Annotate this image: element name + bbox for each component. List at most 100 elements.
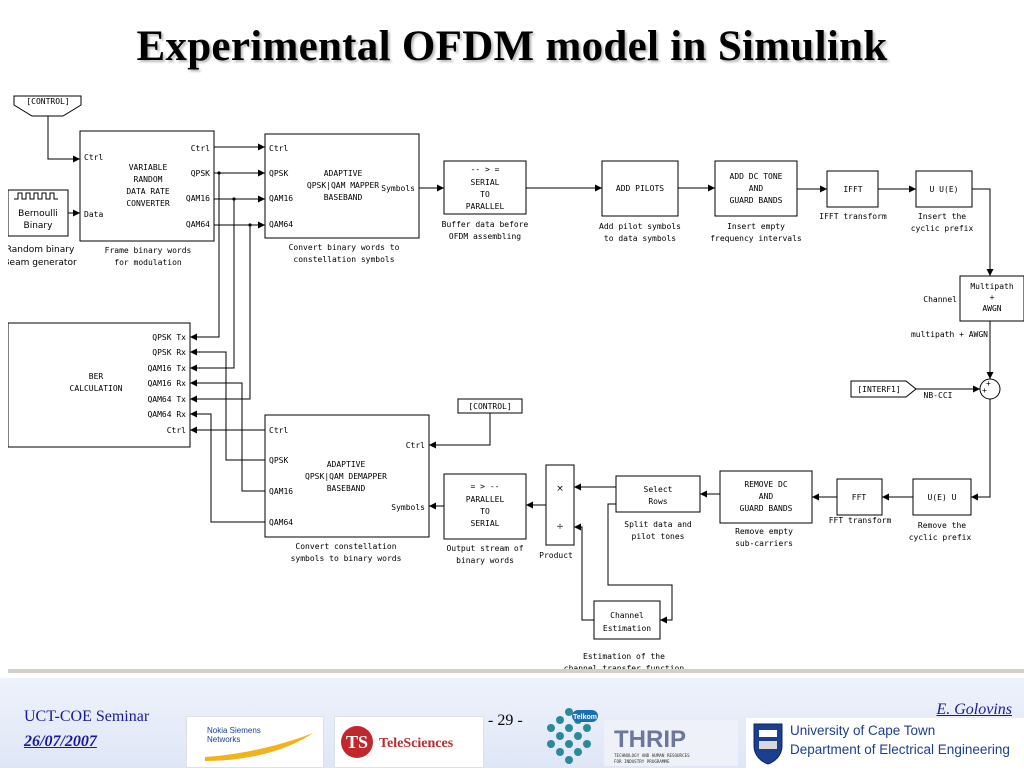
diagram-scrollbar[interactable] xyxy=(8,669,1024,673)
telkom-text: Telkom xyxy=(573,714,597,721)
remove-dc-label-2: AND xyxy=(759,492,774,501)
insert-cp-label: U U(E) xyxy=(930,185,959,194)
ber-label-2: CALCULATION xyxy=(70,384,123,393)
signal-wires xyxy=(47,116,994,624)
channel-estimation-block[interactable]: Channel Estimation xyxy=(593,600,661,640)
ber-port-qam16-rx: QAM16 Rx xyxy=(147,379,186,388)
thrip-subtext: TECHNOLOGY AND HUMAN RESOURCES xyxy=(614,753,690,758)
goto-control-label: [CONTROL] xyxy=(26,97,69,106)
from-control-block[interactable]: [CONTROL] xyxy=(457,398,523,414)
bernoulli-label-2: Binary xyxy=(24,221,54,231)
insert-cp-caption-2: cyclic prefix xyxy=(911,224,974,233)
bernoulli-caption-2: Beam generator xyxy=(8,258,77,268)
select-rows-block[interactable]: Select Rows xyxy=(615,475,701,513)
slide-title: Experimental OFDM model in Simulink xyxy=(136,23,888,70)
from-interf-block[interactable]: [INTERF1] xyxy=(850,380,917,398)
rc-port-qpsk: QPSK xyxy=(191,169,210,178)
add-pilots-block[interactable]: ADD PILOTS xyxy=(601,160,679,217)
divide-icon: ÷ xyxy=(556,522,564,532)
mapper-port-qam16: QAM16 xyxy=(269,194,293,203)
add-dc-label-2: AND xyxy=(749,184,764,193)
bernoulli-label-1: Bernoulli xyxy=(18,209,58,219)
channel-block[interactable]: Multipath + AWGN xyxy=(959,275,1024,322)
chest-label-2: Estimation xyxy=(603,624,651,633)
demapper-caption-1: Convert constellation xyxy=(295,542,396,551)
simulink-diagram: [CONTROL] Bernoulli Binary Random binary… xyxy=(8,95,1024,673)
uct-crest-icon xyxy=(753,723,783,765)
rc-port-data: Data xyxy=(84,210,103,219)
fft-caption: FFT transform xyxy=(829,516,892,525)
thrip-subtext-2: FOR INDUSTRY PROGRAMME xyxy=(614,759,670,764)
uct-name: University of Cape Town xyxy=(790,723,936,738)
ber-port-qam64-tx: QAM64 Tx xyxy=(147,395,186,404)
p2s-caption-2: binary words xyxy=(456,556,514,565)
date-label: 26/07/2007 xyxy=(24,733,97,750)
mapper-label-3: BASEBAND xyxy=(324,193,363,202)
remove-cp-label: U(E) U xyxy=(928,493,957,502)
ifft-caption: IFFT transform xyxy=(819,212,887,221)
rate-converter-block[interactable]: VARIABLE RANDOM DATA RATE CONVERTER Ctrl… xyxy=(79,130,215,242)
telesciences-text: TeleSciences xyxy=(379,736,454,751)
ifft-block[interactable]: IFFT xyxy=(826,170,879,208)
rate-converter-caption-2: for modulation xyxy=(114,258,182,267)
fft-block[interactable]: FFT xyxy=(836,478,883,516)
select-rows-label-1: Select xyxy=(644,485,673,494)
nsn-text-1: Nokia Siemens xyxy=(207,726,261,735)
author-link[interactable]: E. Golovins xyxy=(936,701,1012,718)
sum-block[interactable]: + + xyxy=(979,378,1001,400)
add-dc-caption-1: Insert empty xyxy=(727,222,785,231)
nsn-text-2: Networks xyxy=(207,735,240,744)
demapper-block[interactable]: ADAPTIVE QPSK|QAM DEMAPPER BASEBAND Ctrl… xyxy=(264,414,430,538)
thrip-text: THRIP xyxy=(614,726,686,753)
sum-plus-icon: + xyxy=(986,379,991,388)
p2s-label-1: = > -- xyxy=(471,482,500,491)
rc-port-ctrl: Ctrl xyxy=(84,153,103,162)
ber-port-qpsk-tx: QPSK Tx xyxy=(152,333,186,342)
parallel-to-serial-block[interactable]: = > -- PARALLEL TO SERIAL xyxy=(443,473,527,540)
insert-cp-caption-1: Insert the xyxy=(918,212,966,221)
goto-control-block[interactable]: [CONTROL] xyxy=(13,95,82,117)
insert-cp-block[interactable]: U U(E) xyxy=(915,170,973,208)
p2s-label-3: TO xyxy=(480,507,490,516)
remove-cp-caption-1: Remove the xyxy=(918,521,966,530)
mapper-port-ctrl: Ctrl xyxy=(269,144,288,153)
remove-dc-caption-2: sub-carriers xyxy=(735,539,793,548)
bernoulli-generator-block[interactable]: Bernoulli Binary xyxy=(8,189,69,237)
demapper-label-1: ADAPTIVE xyxy=(327,460,366,469)
select-rows-label-2: Rows xyxy=(648,497,667,506)
add-pilots-label: ADD PILOTS xyxy=(616,184,664,193)
product-block[interactable]: × ÷ xyxy=(545,464,575,546)
s2p-caption-1: Buffer data before xyxy=(442,220,529,229)
ber-port-qam16-tx: QAM16 Tx xyxy=(147,364,186,373)
demapper-port-symbols: Symbols xyxy=(391,503,425,512)
remove-cp-block[interactable]: U(E) U xyxy=(912,478,972,516)
add-dc-tone-block[interactable]: ADD DC TONE AND GUARD BANDS xyxy=(714,160,798,217)
rate-converter-label-4: CONVERTER xyxy=(126,199,170,208)
simulink-diagram-panel: [CONTROL] Bernoulli Binary Random binary… xyxy=(8,89,1024,673)
nsn-swoosh-icon xyxy=(205,733,313,761)
channel-label-2: + xyxy=(990,293,995,302)
serial-to-parallel-block[interactable]: -- > = SERIAL TO PARALLEL xyxy=(443,160,527,215)
rate-converter-label-1: VARIABLE xyxy=(129,163,168,172)
remove-dc-label-3: GUARD BANDS xyxy=(740,504,793,513)
p2s-caption-1: Output stream of xyxy=(446,544,523,553)
ber-calculation-block[interactable]: BER CALCULATION QPSK Tx QPSK Rx QAM16 Tx… xyxy=(8,322,191,448)
rc-port-qam64: QAM64 xyxy=(186,220,210,229)
demapper-port-qpsk: QPSK xyxy=(269,456,288,465)
uct-logo: University of Cape Town Department of El… xyxy=(746,718,1024,768)
remove-cp-caption-2: cyclic prefix xyxy=(909,533,972,542)
mapper-block[interactable]: ADAPTIVE QPSK|QAM MAPPER BASEBAND Ctrl Q… xyxy=(264,133,420,239)
chest-caption-1: Estimation of the xyxy=(583,652,665,661)
demapper-label-3: BASEBAND xyxy=(327,484,366,493)
channel-label-3: AWGN xyxy=(982,304,1001,313)
ber-port-qam64-rx: QAM64 Rx xyxy=(147,410,186,419)
add-dc-caption-2: frequency intervals xyxy=(710,234,802,243)
mapper-caption-2: constellation symbols xyxy=(293,255,394,264)
s2p-caption-2: OFDM assembling xyxy=(449,232,521,241)
s2p-label-3: TO xyxy=(480,190,490,199)
fft-label: FFT xyxy=(852,493,867,502)
remove-dc-label-1: REMOVE DC xyxy=(744,480,788,489)
remove-dc-block[interactable]: REMOVE DC AND GUARD BANDS xyxy=(719,470,813,524)
rate-converter-caption-1: Frame binary words xyxy=(105,246,192,255)
thrip-logo: THRIP TECHNOLOGY AND HUMAN RESOURCES FOR… xyxy=(604,720,738,766)
